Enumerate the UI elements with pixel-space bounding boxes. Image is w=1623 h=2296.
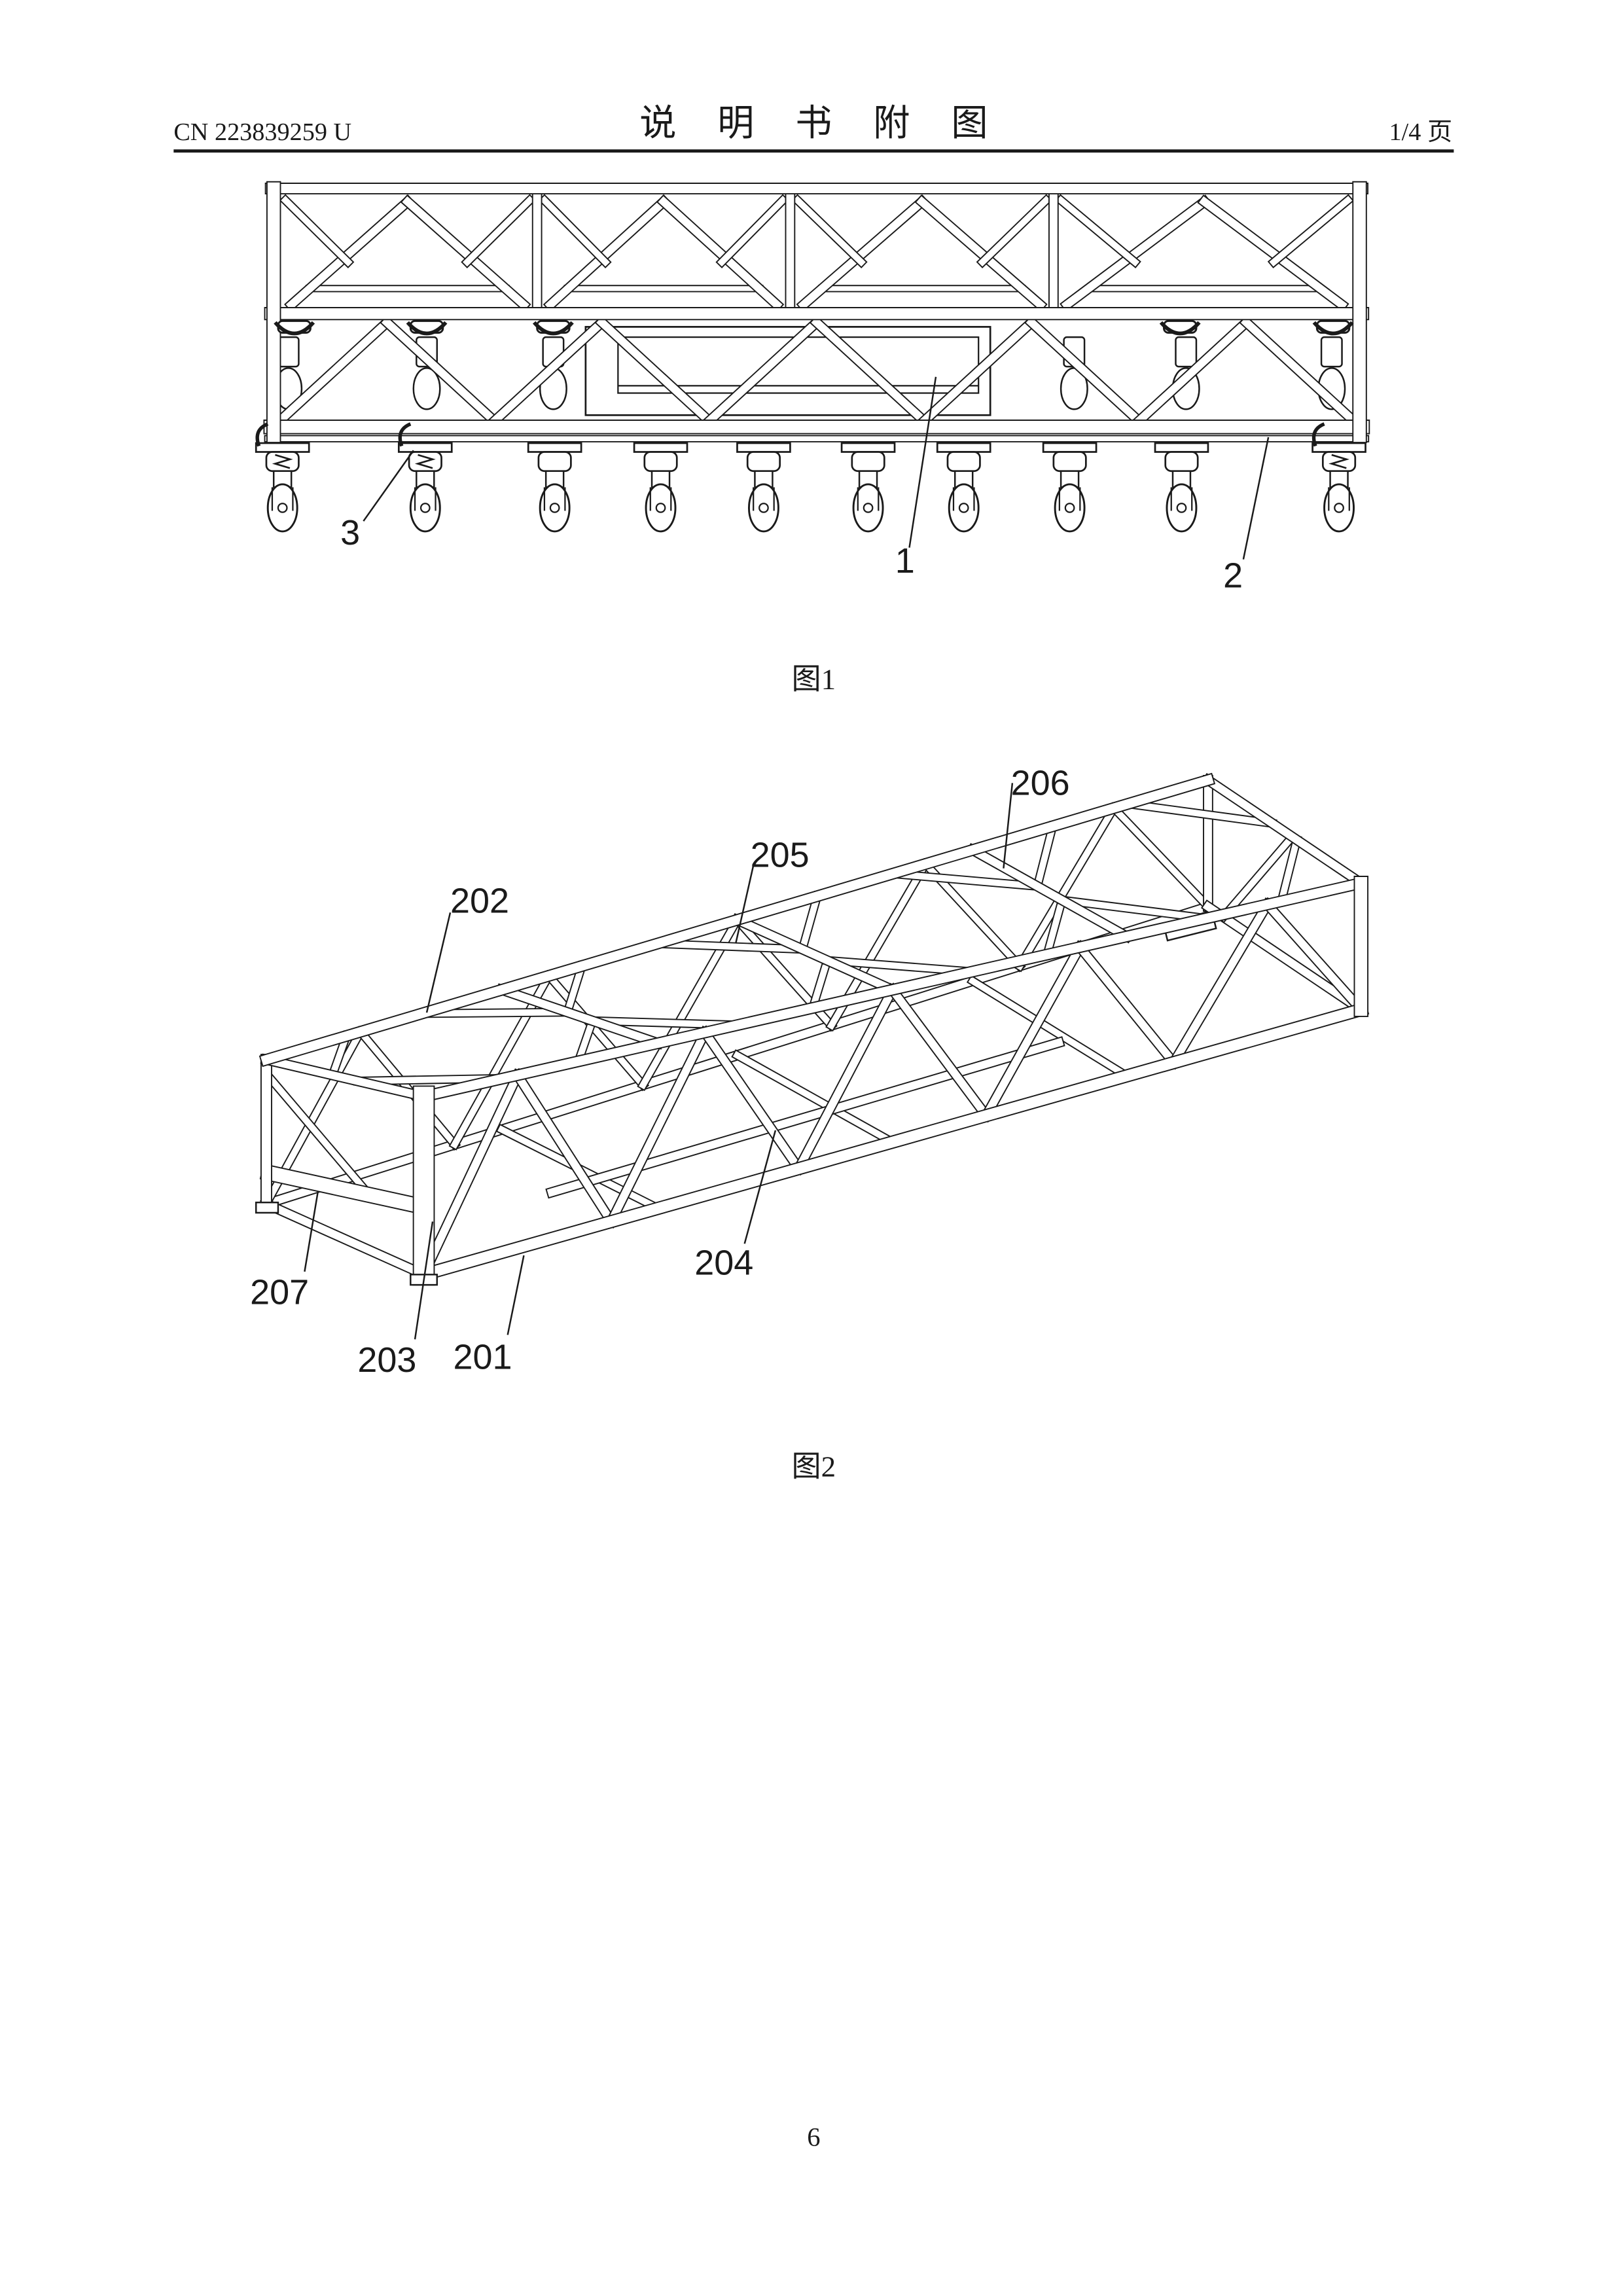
caster-swivel (1054, 452, 1086, 471)
figure-1-caption: 图1 (792, 662, 836, 695)
caster-plate (528, 443, 581, 452)
caster-hub (1334, 503, 1343, 512)
callout-label: 2 (1223, 556, 1243, 595)
caster-plate (1313, 443, 1366, 452)
caster-hub (656, 503, 665, 512)
callout-label: 201 (453, 1337, 512, 1376)
caster-plate (737, 443, 790, 452)
caster-hub (421, 503, 429, 512)
caster-plate (937, 443, 990, 452)
caster-plate (256, 443, 309, 452)
caster-swivel (747, 452, 779, 471)
document-number: CN 223839259 U (173, 118, 351, 146)
callout-label: 207 (250, 1272, 309, 1312)
callout-label: 205 (751, 836, 810, 875)
caster-hub (550, 503, 559, 512)
callout-label: 1 (895, 541, 915, 581)
callout-label: 206 (1011, 763, 1070, 802)
callout-label: 202 (450, 881, 509, 920)
caster-swivel (1321, 337, 1342, 367)
caster-hub (959, 503, 968, 512)
caster-hub (864, 503, 872, 512)
caster-swivel (539, 452, 571, 471)
caster-hub (1177, 503, 1186, 512)
caster-swivel (948, 452, 980, 471)
caster-plate (1155, 443, 1208, 452)
section-title: 说 明 书 附 图 (639, 102, 1003, 145)
caster-hub (278, 503, 287, 512)
page-number: 6 (807, 2122, 820, 2151)
caster-swivel (645, 452, 677, 471)
caster-swivel (278, 337, 298, 367)
caster-plate (1043, 443, 1096, 452)
foot-plate (256, 1202, 278, 1213)
caster-plate (842, 443, 895, 452)
figure-2-caption: 图2 (792, 1450, 836, 1482)
page-count: 1/4 页 (1389, 118, 1453, 146)
equipment-box (586, 327, 990, 415)
callout-label: 203 (357, 1340, 416, 1380)
chord-clamp (1161, 321, 1199, 333)
caster-hub (759, 503, 768, 512)
caster-plate (634, 443, 687, 452)
caster-swivel (1166, 452, 1198, 471)
caster-swivel (1175, 337, 1196, 367)
callout-label: 204 (694, 1243, 753, 1282)
chord-clamp (1314, 321, 1352, 333)
caster-swivel (852, 452, 884, 471)
callout-label: 3 (340, 513, 360, 552)
chord-clamp (534, 321, 572, 333)
caster-plate (399, 443, 452, 452)
chord-clamp (408, 321, 446, 333)
caster-hub (1065, 503, 1074, 512)
chord-clamp (275, 321, 313, 333)
